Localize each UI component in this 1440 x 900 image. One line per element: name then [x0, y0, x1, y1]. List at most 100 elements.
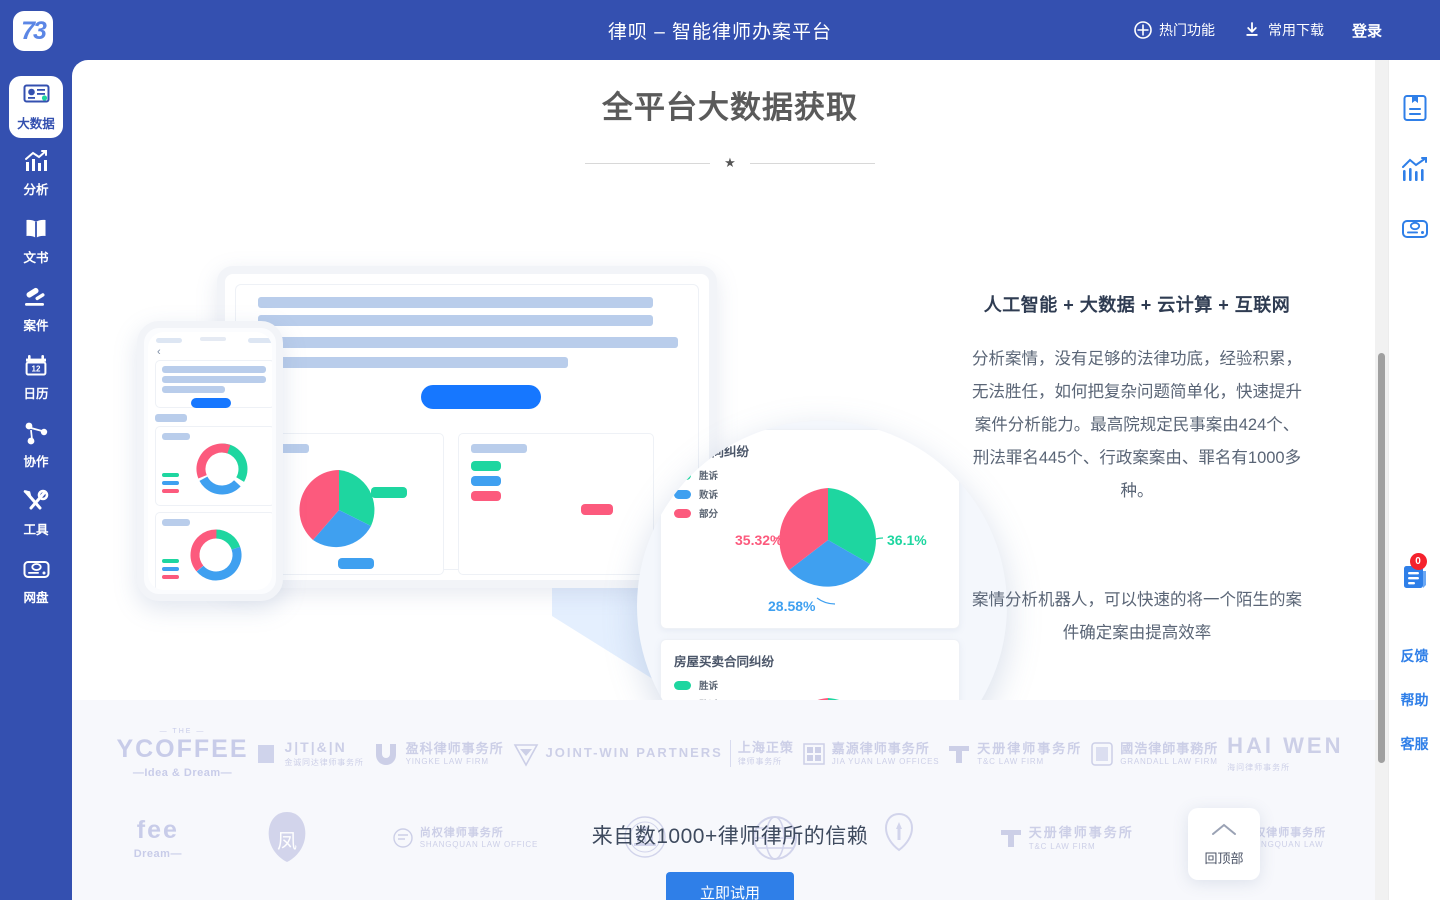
- hot-features-icon: [1134, 21, 1152, 39]
- support-link[interactable]: 客服: [1400, 736, 1429, 752]
- placeholder-bar: [162, 519, 190, 526]
- legend-item: 胜诉: [674, 678, 959, 692]
- court-emblem-icon: [623, 816, 666, 858]
- logo-joint-win: JOINT-WIN PARTNERS 上海正策 律师事务所: [513, 739, 794, 768]
- svg-text:12: 12: [32, 364, 41, 373]
- logo-jia-yuan-en: JIA YUAN LAW OFFICES: [831, 757, 940, 767]
- trend-chart-icon[interactable]: [1401, 157, 1429, 188]
- tablet-screen: [235, 284, 699, 575]
- left-sidebar: 大数据 分析 文书: [0, 60, 72, 900]
- logo-grandall-en: GRANDALL LAW FIRM: [1120, 757, 1218, 767]
- legend-chip: [162, 489, 179, 493]
- logo-ycoffee-tm: — THE —: [159, 728, 206, 735]
- divider-line-left: [585, 162, 711, 164]
- sidebar-item-label: 协作: [23, 455, 49, 469]
- logo-tc-law2-cn: 天册律师事务所: [1028, 825, 1134, 841]
- sidebar-item-documents[interactable]: 文书: [0, 208, 72, 274]
- legend-chip: [371, 487, 407, 498]
- logo-ycoffee-2: fee Dream—: [134, 816, 182, 860]
- phone-notch: [200, 337, 226, 341]
- logo-shangquan: 尚权律师事务所 SHANGQUAN LAW OFFICE: [393, 826, 538, 849]
- phone-screen: ‹: [148, 332, 272, 590]
- jtn-mark-icon: [258, 744, 275, 763]
- partner-logos-section: — THE — YCOFFEE —Idea & Dream— J|T|&|N 金…: [72, 700, 1388, 900]
- sidebar-item-label: 案件: [23, 319, 49, 333]
- sidebar-item-bigdata[interactable]: 大数据: [9, 76, 63, 138]
- disk-icon[interactable]: [1401, 218, 1429, 245]
- sidebar-item-label: 文书: [23, 251, 49, 265]
- sidebar-item-collaboration[interactable]: 协作: [0, 412, 72, 478]
- logo-joint-win-cn: 上海正策: [737, 739, 794, 755]
- chevron-up-icon: [1211, 821, 1237, 840]
- pie-chart-1: [779, 488, 876, 587]
- phone-mockup: ‹: [137, 321, 283, 601]
- legend-chip: [338, 558, 374, 569]
- phone-primary-button[interactable]: [191, 398, 231, 408]
- downloads-label: 常用下载: [1267, 22, 1324, 38]
- tools-icon: [23, 488, 49, 514]
- section-divider: ★: [72, 155, 1388, 171]
- tc-law-mark-icon: [949, 745, 970, 763]
- section-header: 全平台大数据获取 ★: [72, 60, 1388, 171]
- legend-label: 胜诉: [699, 471, 719, 482]
- shangquan-mark-icon: [393, 828, 413, 848]
- vertical-scrollbar-thumb[interactable]: [1378, 353, 1385, 763]
- logo-haiwen-big: HAI WEN: [1227, 732, 1344, 758]
- logo-ycoffee2-sub: Dream—: [133, 848, 182, 860]
- legend-label: 败诉: [699, 490, 719, 501]
- message-button[interactable]: 0: [1401, 553, 1429, 596]
- back-to-top-button[interactable]: 回顶部: [1188, 808, 1260, 880]
- download-icon: [1243, 21, 1261, 39]
- content-sheet: 全平台大数据获取 ★: [72, 60, 1388, 900]
- logo-jtn-en: J|T|&|N: [284, 739, 347, 756]
- placeholder-bar: [471, 444, 527, 453]
- copy-paragraph-1: 分析案情，没有足够的法律功底，经验积累，无法胜任，如何把复杂问题简单化，快速提升…: [972, 350, 1302, 500]
- pie-label-lose: 28.58%: [768, 598, 816, 614]
- placeholder-bar: [267, 444, 309, 453]
- logo-tc-law2-en: T&C LAW FIRM: [1028, 841, 1096, 851]
- logo-emblem: [622, 813, 668, 863]
- sidebar-item-label: 网盘: [23, 591, 49, 605]
- downloads-button[interactable]: 常用下载: [1243, 20, 1324, 40]
- logo-jtn: J|T|&|N 金诚同达律师事务所: [257, 739, 363, 768]
- calendar-icon: 12: [24, 352, 48, 378]
- legend-item: 败诉: [674, 487, 959, 501]
- message-icon: [1401, 566, 1429, 595]
- feng-mark-icon: 凤: [269, 812, 306, 862]
- sidebar-item-cases[interactable]: 案件: [0, 276, 72, 342]
- help-link[interactable]: 帮助: [1400, 692, 1429, 708]
- app-logo[interactable]: 73: [13, 11, 53, 51]
- back-chevron-icon[interactable]: ‹: [157, 346, 161, 358]
- logo-shangquan-cn: 尚权律师事务所: [419, 826, 504, 839]
- hot-features-button[interactable]: 热门功能: [1134, 20, 1215, 40]
- legend-swatch-lose: [674, 489, 691, 499]
- status-bar-left: [156, 338, 182, 343]
- divider-line-right: [749, 162, 875, 164]
- trial-button[interactable]: 立即试用: [665, 872, 794, 900]
- bookmark-doc-icon[interactable]: [1402, 94, 1428, 127]
- sidebar-item-label: 分析: [23, 183, 49, 197]
- login-button[interactable]: 登录: [1351, 22, 1382, 40]
- primary-action-button[interactable]: [421, 385, 541, 409]
- logo-jia-yuan: 嘉源律师事务所 JIA YUAN LAW OFFICES: [803, 741, 940, 766]
- legend-chip: [471, 491, 501, 501]
- sidebar-item-tools[interactable]: 工具: [0, 480, 72, 546]
- logo-tc-law: 天册律师事务所 T&C LAW FIRM: [948, 741, 1082, 766]
- sidebar-item-clouddisk[interactable]: 网盘: [0, 548, 72, 614]
- phone-chart-card-1: [155, 426, 272, 506]
- logo-globe: [751, 814, 799, 862]
- logo-grandall: 國浩律師事務所 GRANDALL LAW FIRM: [1091, 741, 1218, 766]
- logo-ycoffee-sub: —Idea & Dream—: [132, 767, 233, 779]
- sidebar-item-analysis[interactable]: 分析: [0, 140, 72, 206]
- sidebar-item-label: 工具: [23, 523, 49, 537]
- sidebar-item-calendar[interactable]: 12 日历: [0, 344, 72, 410]
- placeholder-bar: [155, 414, 187, 422]
- chart-legend: 胜诉 败诉 部分: [674, 468, 959, 520]
- page-title: 律呗 – 智能律师办案平台: [607, 21, 833, 43]
- logo-shangquan2-en: SHANGQUAN LAW: [1242, 840, 1324, 850]
- feedback-link[interactable]: 反馈: [1400, 648, 1429, 664]
- magnified-chart-card-1: 租赁合同纠纷 胜诉 败诉: [660, 429, 960, 629]
- legend-swatch-win: [674, 680, 691, 690]
- chart-panel-right: [458, 433, 654, 575]
- chart-title: 房屋买卖合同纠纷: [674, 655, 775, 669]
